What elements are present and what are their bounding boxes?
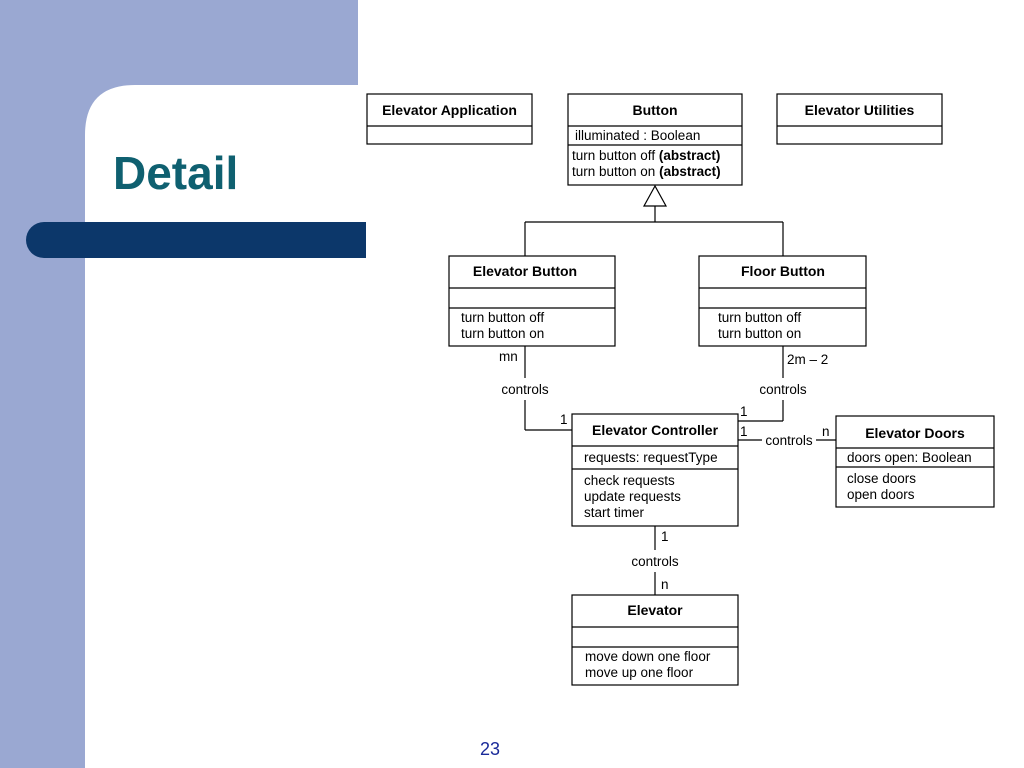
operation-text: turn button on xyxy=(572,164,655,179)
multiplicity-label: n xyxy=(822,424,830,439)
association-floor-button-controller: 2m – 2 controls 1 xyxy=(738,346,828,422)
operation: open doors xyxy=(847,487,915,502)
slide-title: Detail xyxy=(113,147,239,199)
class-floor-button: Floor Button turn button off turn button… xyxy=(698,255,867,347)
title-underline-bar-square-end xyxy=(340,222,366,258)
association-label: controls xyxy=(765,433,813,448)
operation: move up one floor xyxy=(585,665,694,680)
class-elevator-doors: Elevator Doors doors open: Boolean close… xyxy=(835,415,995,508)
multiplicity-label: 1 xyxy=(661,529,669,544)
class-name: Elevator Utilities xyxy=(805,102,915,118)
attribute: illuminated : Boolean xyxy=(575,128,700,143)
multiplicity-label: n xyxy=(661,577,669,592)
operation: start timer xyxy=(584,505,645,520)
class-name: Elevator Controller xyxy=(592,422,719,438)
operation: update requests xyxy=(584,489,681,504)
multiplicity-label: mn xyxy=(499,349,518,364)
operation-text: turn button off xyxy=(572,148,655,163)
class-name: Elevator Button xyxy=(473,263,577,279)
content-panel xyxy=(85,0,1024,768)
operation: turn button off xyxy=(718,310,801,325)
class-elevator-controller: Elevator Controller requests: requestTyp… xyxy=(571,413,739,527)
class-button: Button illuminated : Boolean turn button… xyxy=(567,93,743,186)
operation: turn button off (abstract) xyxy=(572,148,720,163)
association-controller-elevator: 1 controls n xyxy=(631,526,679,595)
association-elevator-button-controller: mn controls 1 xyxy=(499,346,572,431)
association-label: controls xyxy=(631,554,679,569)
operation: turn button off xyxy=(461,310,544,325)
class-name: Elevator xyxy=(627,602,683,618)
class-elevator-application: Elevator Application xyxy=(366,93,533,145)
class-elevator: Elevator move down one floor move up one… xyxy=(571,594,739,686)
class-elevator-utilities: Elevator Utilities xyxy=(776,93,943,145)
class-name: Elevator Doors xyxy=(865,425,965,441)
abstract-tag: (abstract) xyxy=(659,148,721,163)
class-elevator-button: Elevator Button turn button off turn but… xyxy=(448,255,616,347)
operation: turn button on (abstract) xyxy=(572,164,721,179)
association-label: controls xyxy=(501,382,549,397)
page-number: 23 xyxy=(479,739,501,759)
left-blue-strip xyxy=(0,0,85,768)
operation: check requests xyxy=(584,473,675,488)
class-name: Floor Button xyxy=(741,263,825,279)
association-controller-doors: 1 controls n xyxy=(738,424,836,448)
multiplicity-label: 1 xyxy=(560,412,568,427)
operation: turn button on xyxy=(461,326,544,341)
association-label: controls xyxy=(759,382,807,397)
attribute: requests: requestType xyxy=(584,450,718,465)
class-name: Elevator Application xyxy=(382,102,517,118)
operation: close doors xyxy=(847,471,916,486)
abstract-tag: (abstract) xyxy=(659,164,721,179)
title-underline-bar xyxy=(26,222,366,258)
multiplicity-label: 2m – 2 xyxy=(787,352,828,367)
generalization-arrow xyxy=(524,184,784,256)
class-name: Button xyxy=(632,102,677,118)
operation: move down one floor xyxy=(585,649,711,664)
attribute: doors open: Boolean xyxy=(847,450,972,465)
multiplicity-label: 1 xyxy=(740,404,748,419)
multiplicity-label: 1 xyxy=(740,424,748,439)
operation: turn button on xyxy=(718,326,801,341)
